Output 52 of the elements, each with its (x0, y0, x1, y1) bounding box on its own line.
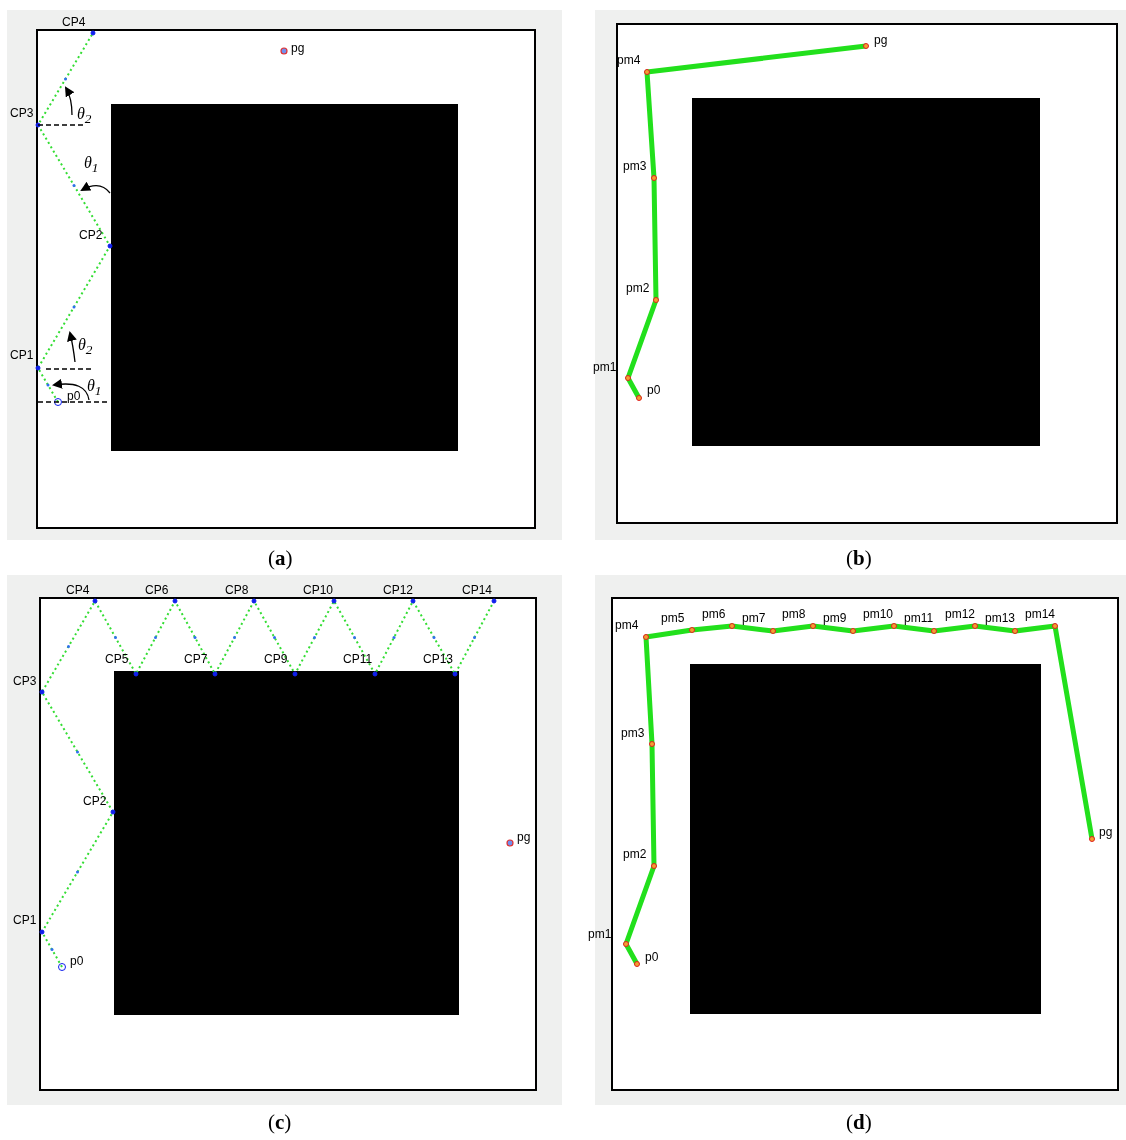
point-label: pm12 (945, 608, 976, 620)
point-label: pm2 (623, 848, 647, 860)
angle-label: θ$_{2}$ (78, 337, 93, 357)
point-label: p0 (70, 955, 84, 967)
point-label: CP1 (13, 914, 37, 926)
point-label: pm6 (702, 608, 726, 620)
point-label: pm1 (588, 928, 612, 940)
point-label: pm1 (593, 361, 617, 373)
point-label: pm10 (863, 608, 894, 620)
point-label: pm9 (823, 612, 847, 624)
point-label: CP7 (184, 653, 208, 665)
point-label: CP14 (462, 584, 493, 596)
point-label: p0 (647, 384, 661, 396)
point-label: pg (1099, 826, 1113, 838)
point-label: CP4 (62, 16, 86, 28)
point-label: CP3 (13, 675, 37, 687)
point-label: pm4 (617, 54, 641, 66)
point-label: pm5 (661, 612, 685, 624)
point-label: CP5 (105, 653, 129, 665)
point-label: p0 (645, 951, 659, 963)
point-label: CP6 (145, 584, 169, 596)
angle-label: θ$_{1}$ (84, 155, 99, 175)
point-label: CP13 (423, 653, 454, 665)
point-label: CP2 (79, 229, 103, 241)
panel-caption: (c) (268, 1112, 292, 1133)
point-label: CP11 (343, 653, 373, 665)
point-label: pm7 (742, 612, 766, 624)
point-label: CP1 (10, 349, 34, 361)
point-label: CP4 (66, 584, 90, 596)
point-label: pm3 (621, 727, 645, 739)
point-label: pg (517, 831, 531, 843)
point-label: p0 (67, 390, 81, 402)
point-label: CP12 (383, 584, 414, 596)
angle-label: θ$_{1}$ (87, 378, 102, 398)
point-label: CP2 (83, 795, 107, 807)
angle-label: θ$_{2}$ (77, 106, 92, 126)
panel-caption: (d) (846, 1112, 872, 1133)
point-label: pm4 (615, 619, 639, 631)
point-label: pm11 (904, 612, 934, 624)
point-label: pm14 (1025, 608, 1056, 620)
point-label: pm8 (782, 608, 806, 620)
point-label: pg (874, 34, 888, 46)
point-label: pm2 (626, 282, 650, 294)
point-label: pm3 (623, 160, 647, 172)
panel-caption: (a) (268, 548, 293, 569)
panel-caption: (b) (846, 548, 872, 569)
point-label: CP10 (303, 584, 334, 596)
point-label: pg (291, 42, 305, 54)
point-label: CP3 (10, 107, 34, 119)
point-label: CP9 (264, 653, 288, 665)
point-label: CP8 (225, 584, 249, 596)
point-label: pm13 (985, 612, 1016, 624)
